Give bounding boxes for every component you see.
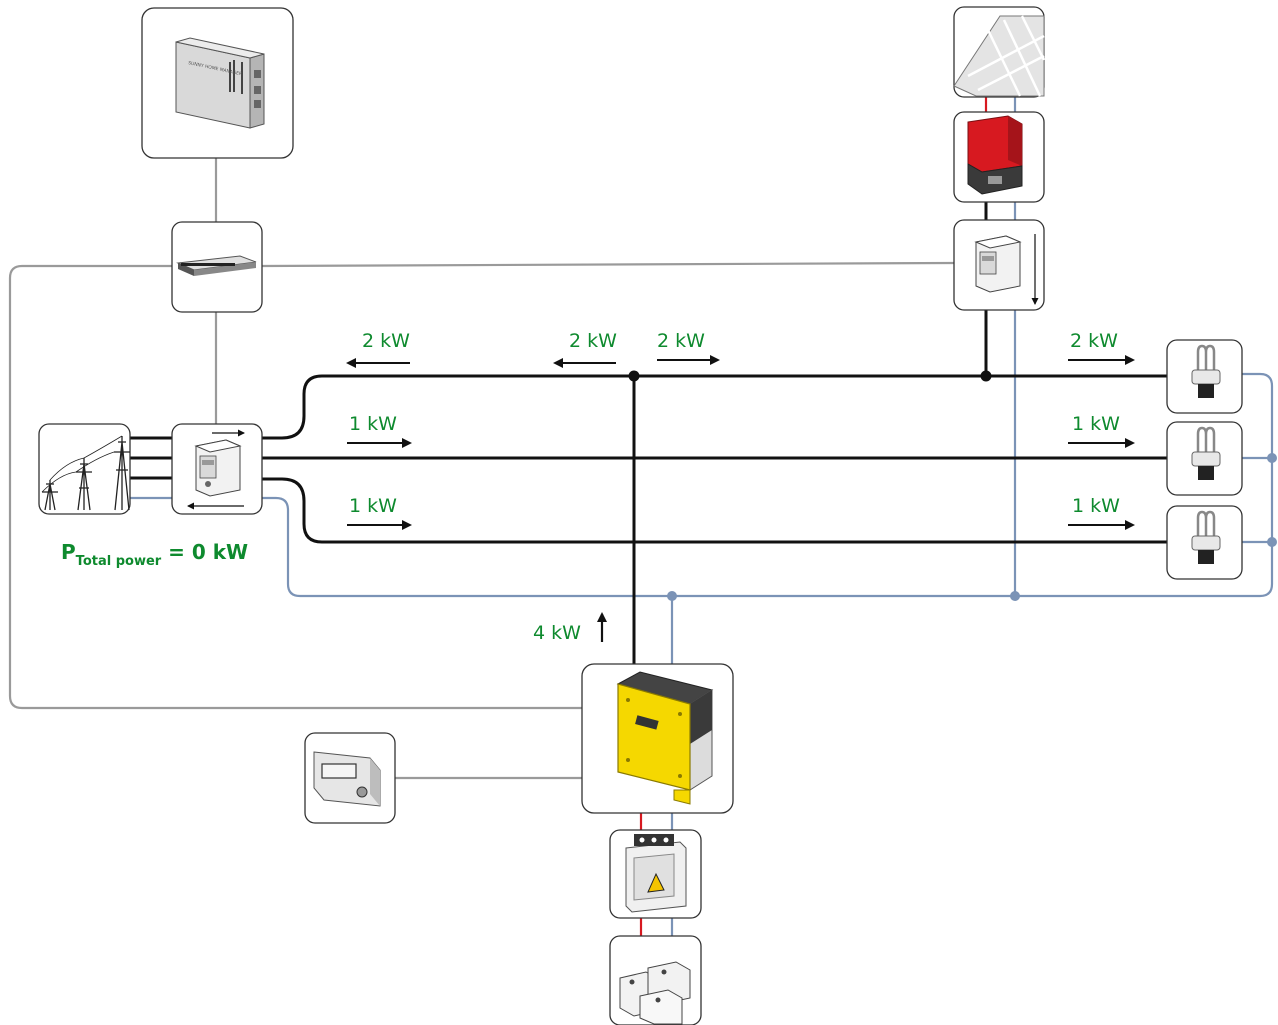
label-bus1-mid-right: 2 kW — [657, 330, 705, 352]
total-power-subscript: Total power — [76, 554, 162, 569]
load-lamp-3[interactable] — [1166, 505, 1243, 580]
label-bus3-right: 1 kW — [1072, 495, 1120, 517]
load-lamp-2[interactable] — [1166, 421, 1243, 496]
pv-meter-icon — [974, 235, 1022, 293]
total-power-value: = 0 kW — [161, 540, 248, 564]
total-power-label: PTotal power = 0 kW — [61, 540, 248, 569]
battery-device[interactable] — [609, 935, 702, 1025]
data-cables — [8, 158, 955, 780]
dc-lines — [639, 97, 988, 936]
energy-meter-icon — [194, 439, 242, 497]
total-power-prefix: P — [61, 540, 76, 564]
label-bus1-right: 2 kW — [1070, 330, 1118, 352]
data-manager-icon: SUNNY HOME MANAGER — [175, 37, 265, 129]
flow-arrows — [346, 355, 1135, 642]
label-battery-inverter: 4 kW — [533, 622, 581, 644]
display-unit-icon — [313, 751, 381, 807]
fuse-box-icon — [625, 834, 687, 913]
solar-panel-icon — [953, 15, 1046, 97]
display-unit-device[interactable] — [304, 732, 396, 824]
label-bus1-mid-left: 2 kW — [569, 330, 617, 352]
utility-grid-device[interactable] — [38, 423, 131, 515]
power-pylon-icon — [41, 435, 130, 511]
ac-phase-lines — [130, 202, 1167, 664]
battery-inverter-device[interactable] — [581, 663, 734, 814]
lamp-icon — [1191, 344, 1221, 398]
pv-inverter-icon — [967, 115, 1023, 195]
lamp-icon — [1191, 426, 1221, 480]
load-lamp-1[interactable] — [1166, 339, 1243, 414]
label-bus3-left: 1 kW — [349, 495, 397, 517]
data-manager-device[interactable]: SUNNY HOME MANAGER — [141, 7, 294, 159]
power-labels: 2 kW 2 kW 2 kW 2 kW 1 kW 1 kW 1 kW 1 kW … — [349, 330, 1120, 644]
network-switch-device[interactable] — [171, 221, 263, 313]
battery-icon — [619, 961, 691, 1025]
neutral-lines — [130, 97, 1277, 936]
battery-fuse-device[interactable] — [609, 829, 702, 919]
pv-inverter-device[interactable] — [953, 111, 1045, 203]
grid-energy-meter-device[interactable] — [171, 423, 263, 515]
switch-icon — [176, 255, 257, 276]
pv-production-meter-device[interactable] — [953, 219, 1045, 311]
label-bus2-left: 1 kW — [349, 413, 397, 435]
label-bus2-right: 1 kW — [1072, 413, 1120, 435]
pv-array-device[interactable] — [953, 6, 1046, 98]
battery-inverter-icon — [616, 671, 714, 805]
label-bus1-left: 2 kW — [362, 330, 410, 352]
lamp-icon — [1191, 510, 1221, 564]
